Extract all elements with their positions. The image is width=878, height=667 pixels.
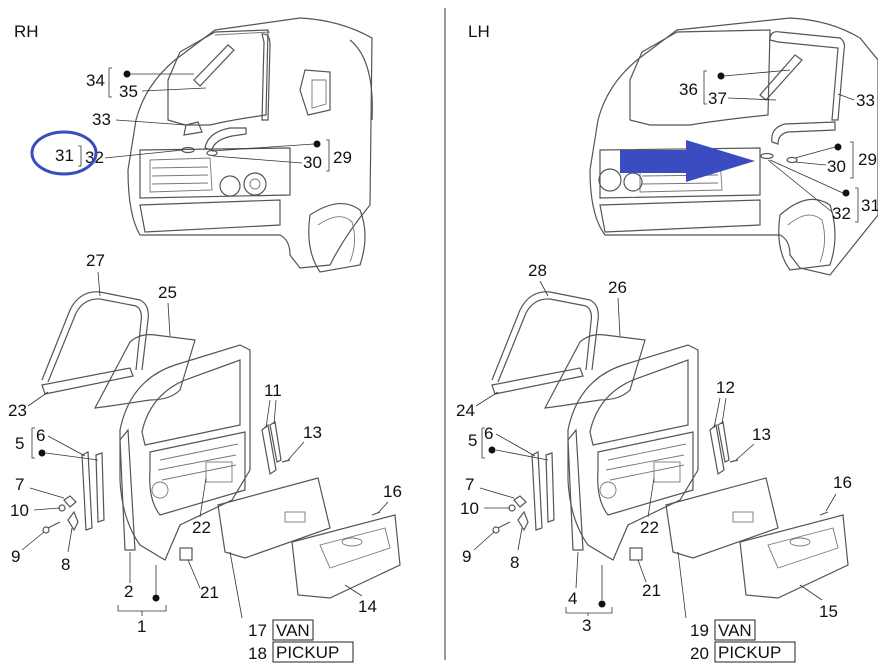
label-19-text: VAN: [718, 621, 752, 640]
label-21-lh: 21: [642, 581, 661, 600]
label-6: 6: [36, 426, 45, 445]
lh-title: LH: [468, 22, 490, 41]
label-34: 34: [86, 71, 105, 90]
label-17: 17: [248, 621, 267, 640]
pickup-box-lh: [714, 641, 796, 663]
label-22-lh: 22: [640, 518, 659, 537]
label-28: 28: [528, 261, 547, 280]
label-13-lh: 13: [752, 425, 771, 444]
label-13: 13: [303, 423, 322, 442]
label-33-lh: 33: [856, 91, 875, 110]
label-9-lh: 9: [462, 547, 471, 566]
circle-highlight: [30, 130, 98, 176]
label-1: 1: [137, 617, 146, 636]
lh-door-assembly: [491, 291, 849, 599]
label-21: 21: [200, 583, 219, 602]
label-20: 20: [690, 644, 709, 663]
rh-door-assembly: [41, 291, 401, 599]
van-box: [272, 619, 314, 641]
label-5: 5: [15, 434, 24, 453]
label-7: 7: [15, 475, 24, 494]
label-35: 35: [119, 82, 138, 101]
label-30: 30: [303, 153, 322, 172]
pickup-box: [272, 641, 354, 663]
label-12: 12: [716, 378, 735, 397]
label-4: 4: [568, 589, 577, 608]
label-31-lh: 31: [861, 196, 878, 215]
label-16-lh: 16: [833, 473, 852, 492]
label-10: 10: [10, 501, 29, 520]
highlight-arrow: [620, 140, 755, 182]
rh-door-labels: 27 25 23 5 6 7 10 9 8 2 1 11 13 16 22: [8, 251, 402, 663]
label-29: 29: [333, 148, 352, 167]
label-27: 27: [86, 251, 105, 270]
lh-door-labels: 28 26 24 5 6 7 10 9 8 4 3 12 13 16 22: [456, 261, 852, 663]
label-17-text: VAN: [276, 621, 310, 640]
rh-truck-cab: [127, 17, 373, 273]
label-22: 22: [192, 518, 211, 537]
label-16: 16: [383, 482, 402, 501]
label-32-lh: 32: [832, 204, 851, 223]
rh-title: RH: [14, 22, 39, 41]
label-5-lh: 5: [468, 431, 477, 450]
label-18-text: PICKUP: [276, 643, 339, 662]
label-9: 9: [11, 547, 20, 566]
label-8-lh: 8: [510, 553, 519, 572]
label-29-lh: 29: [858, 150, 877, 169]
label-26: 26: [608, 278, 627, 297]
van-box-lh: [714, 619, 756, 641]
label-8: 8: [61, 555, 70, 574]
label-20-text: PICKUP: [718, 643, 781, 662]
label-3: 3: [582, 616, 591, 635]
label-7-lh: 7: [465, 475, 474, 494]
label-23: 23: [8, 401, 27, 420]
label-24: 24: [456, 401, 475, 420]
label-31: 31: [55, 146, 74, 165]
label-25: 25: [158, 283, 177, 302]
label-33: 33: [92, 110, 111, 129]
label-19: 19: [690, 621, 709, 640]
lh-truck-cab: [589, 17, 878, 276]
label-30-lh: 30: [827, 157, 846, 176]
rh-top-labels: 34 35 33 31 32 30 29: [30, 67, 352, 176]
label-2: 2: [124, 582, 133, 601]
label-10-lh: 10: [460, 499, 479, 518]
label-36: 36: [679, 80, 698, 99]
lh-top-labels: 36 37 33 30 29 32 31: [679, 69, 878, 223]
label-37: 37: [708, 89, 727, 108]
label-11: 11: [264, 381, 282, 400]
label-15: 15: [819, 602, 838, 621]
label-14: 14: [358, 597, 377, 616]
label-6-lh: 6: [484, 424, 493, 443]
label-18: 18: [248, 644, 267, 663]
